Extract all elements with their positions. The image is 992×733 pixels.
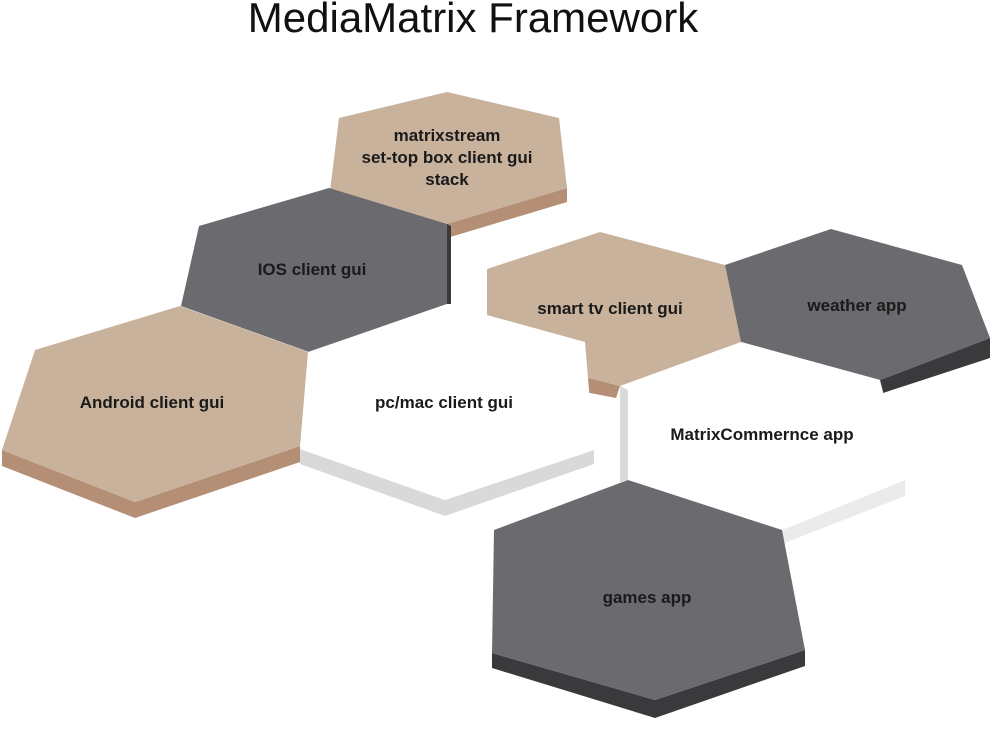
label-ios-line-1: IOS client gui [257,260,367,279]
label-smart-tv-line-1: smart tv client gui [537,299,683,318]
label-set-top-box-line-1: matrixstream [393,126,501,145]
hex-ios-face [181,188,447,352]
label-pc-mac-line-1: pc/mac client gui [375,393,513,412]
label-weather: weather app [757,295,957,317]
hex-set-top-box-face [330,92,567,224]
hex-games-face [492,480,805,700]
label-ios: IOS client gui [212,259,412,281]
diagram-title: MediaMatrix Framework [247,0,699,41]
label-games-line-1: games app [602,588,692,607]
hex-smart-tv-side [585,377,620,398]
hex-weather-face [725,229,990,380]
label-set-top-box-line-3: stack [425,170,469,189]
label-set-top-box: matrixstream set-top box client gui stac… [348,125,546,191]
hex-pc-mac-face [300,304,594,500]
hex-matrix-commerce-face [628,342,905,530]
label-matrix-commerce: MatrixCommernce app [652,424,872,446]
label-android-line-1: Android client gui [79,393,225,412]
hex-matrix-commerce-side-2 [782,480,905,544]
hex-games-side [492,650,805,718]
hex-matrix-commerce-side [620,386,628,482]
label-set-top-box-line-2: set-top box client gui [361,148,533,167]
label-smart-tv: smart tv client gui [510,298,710,320]
hex-weather-side [741,338,990,394]
hex-ios-side [447,224,451,304]
label-pc-mac: pc/mac client gui [344,392,544,414]
hex-smart-tv-face [487,232,741,386]
hex-android-side [2,446,300,518]
hex-pc-mac-side [300,449,594,516]
label-games: games app [547,587,747,609]
label-android: Android client gui [52,392,252,414]
hex-android-face [2,306,308,502]
label-weather-line-1: weather app [807,296,907,315]
label-matrix-commerce-line-1: MatrixCommernce app [670,425,854,444]
